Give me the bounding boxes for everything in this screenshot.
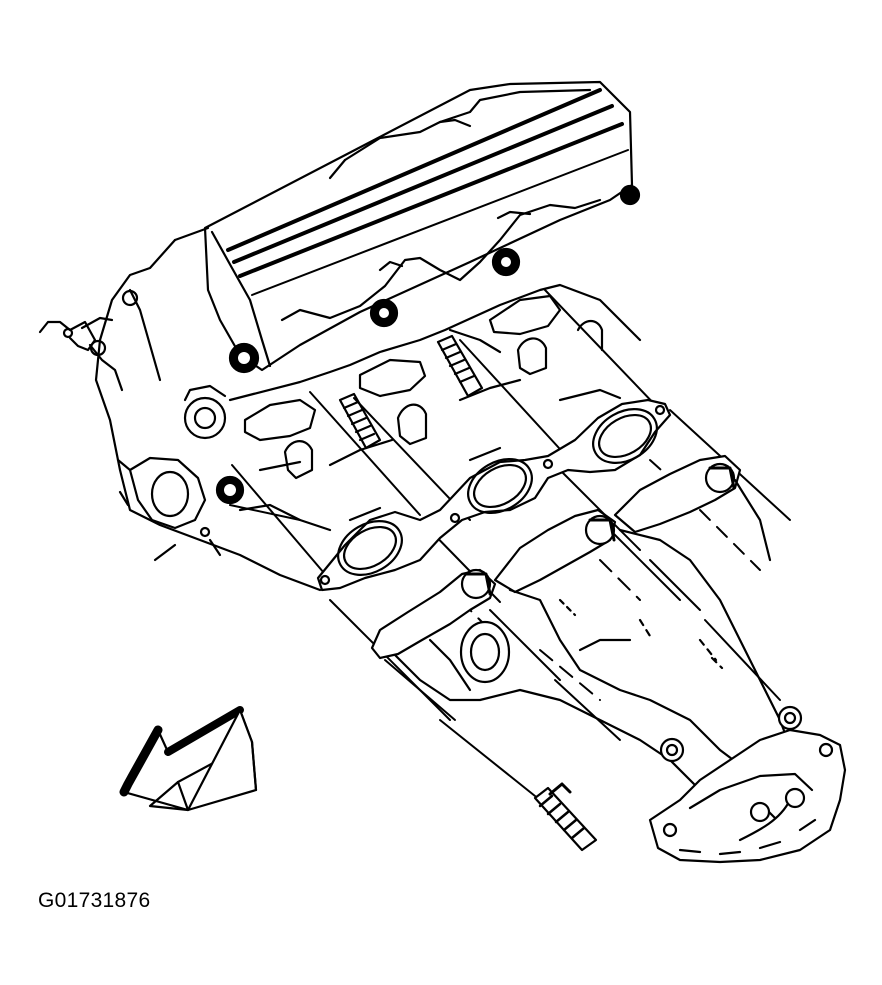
front-arrow-icon — [119, 706, 258, 812]
exhaust-manifold-gasket — [316, 398, 672, 592]
oxygen-sensor — [533, 782, 598, 852]
assembly-guide-lines — [229, 289, 791, 801]
manifold-nuts — [460, 462, 806, 823]
figure-code: G01731876 — [38, 889, 151, 912]
valve-cover — [203, 80, 641, 374]
cylinder-head — [38, 226, 642, 592]
head-studs — [338, 334, 484, 450]
